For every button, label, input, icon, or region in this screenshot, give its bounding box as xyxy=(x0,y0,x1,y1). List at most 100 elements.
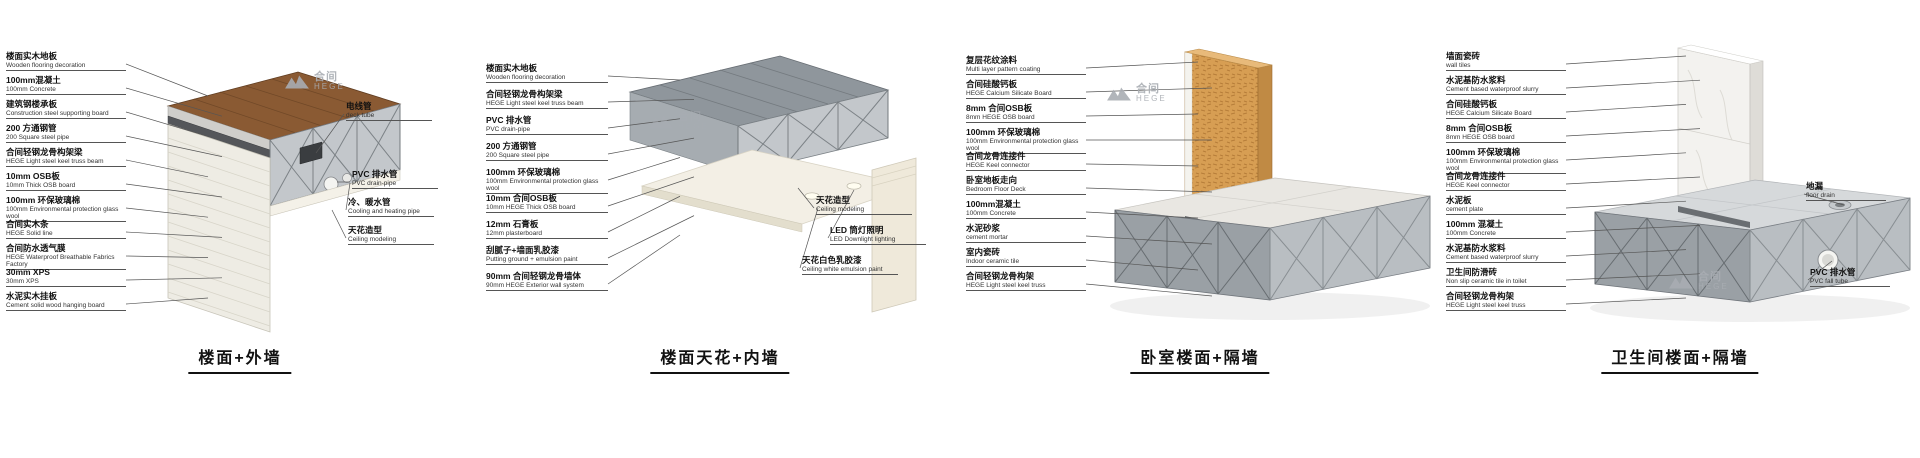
hege-logo-text: 合间 HEGE xyxy=(1136,84,1167,103)
leader-line xyxy=(799,207,819,269)
electric-conduit-box xyxy=(299,141,323,165)
hege-logo-text: 合间 HEGE xyxy=(678,112,709,131)
hege-logo-mark-icon xyxy=(285,75,309,88)
hege-logo-text: 合间 HEGE xyxy=(314,72,345,91)
wood-plank-lines xyxy=(193,78,375,134)
partition-wall-top xyxy=(1677,44,1764,65)
brand-en: HEGE xyxy=(678,122,709,131)
leader-line xyxy=(1565,273,1701,281)
leader-line xyxy=(1565,225,1701,233)
exterior-wall-panel xyxy=(167,123,271,333)
panel-title: 楼面+外墙 xyxy=(188,344,292,374)
ceiling-plane xyxy=(640,149,914,225)
silicate-board-strip xyxy=(1184,51,1193,218)
brand-zh: 合间 xyxy=(314,71,338,83)
leader-line xyxy=(1085,283,1213,297)
wall-siding-lines xyxy=(167,137,271,327)
floor-drain-hole xyxy=(1835,202,1845,208)
brand-zh: 合间 xyxy=(1136,83,1160,95)
leader-line xyxy=(1085,163,1199,167)
illustration-floor-exterior-wall xyxy=(125,63,402,333)
leader-line xyxy=(1803,193,1845,206)
led-downlight xyxy=(804,192,820,200)
leader-line xyxy=(607,215,695,259)
hege-logo-watermark: 合间 HEGE xyxy=(284,72,345,91)
leader-line xyxy=(1565,55,1687,65)
leader-line xyxy=(1565,128,1701,137)
illustration-floor-ceiling-interior-wall xyxy=(607,55,917,313)
interior-wall-panel xyxy=(871,157,917,313)
panel-title: 卧室楼面+隔墙 xyxy=(1130,344,1270,374)
leader-line xyxy=(607,195,681,233)
leader-line xyxy=(125,111,209,137)
pvc-fall-tube-inner xyxy=(1822,254,1834,266)
brand-en: HEGE xyxy=(1136,94,1167,103)
leader-line xyxy=(1565,79,1701,89)
ground-shadow xyxy=(1110,292,1430,320)
leader-line xyxy=(1565,249,1687,257)
tile-joint-line xyxy=(1677,127,1751,145)
hege-logo-text: 合间 HEGE xyxy=(1698,272,1729,291)
leader-line xyxy=(125,87,223,117)
leader-line xyxy=(1807,260,1833,281)
truss-bracing xyxy=(737,89,889,175)
leader-line xyxy=(345,182,351,211)
leader-line xyxy=(1565,297,1687,305)
brand-zh: 合间 xyxy=(678,111,702,123)
hege-logo-watermark: 合间 HEGE xyxy=(648,112,709,131)
keel-connector-strip xyxy=(1678,206,1750,228)
leader-line xyxy=(607,118,681,129)
leader-line xyxy=(607,176,695,207)
panel-title: 卫生间楼面+隔墙 xyxy=(1601,344,1759,374)
truss-bracing-right xyxy=(1269,195,1431,301)
leader-line xyxy=(1085,113,1199,117)
leader-line xyxy=(607,99,695,103)
leader-line xyxy=(797,187,815,209)
leader-line xyxy=(315,113,345,154)
leader-line xyxy=(1565,104,1687,113)
leader-line xyxy=(607,234,681,285)
leader-line xyxy=(1085,61,1199,69)
leader-line xyxy=(125,297,209,305)
leader-line xyxy=(125,277,223,281)
leader-line xyxy=(331,209,347,239)
leader-line xyxy=(125,207,209,218)
leader-line xyxy=(1085,187,1213,193)
leader-line xyxy=(125,159,209,178)
hege-logo-mark-icon xyxy=(649,115,673,128)
hege-logo-watermark: 合间 HEGE xyxy=(1106,84,1167,103)
leader-line xyxy=(607,75,681,81)
deck-rib-lines xyxy=(659,62,859,120)
panel-title: 楼面天花+内墙 xyxy=(650,344,790,374)
hege-logo-mark-icon xyxy=(1669,275,1693,288)
leader-line xyxy=(1085,235,1213,245)
wall-layer-lines xyxy=(871,165,917,187)
brand-en: HEGE xyxy=(314,82,345,91)
hege-logo-mark-icon xyxy=(1107,87,1131,100)
leader-line xyxy=(1085,259,1199,271)
partition-wall-top xyxy=(1184,48,1273,69)
leader-line xyxy=(125,255,209,258)
leader-line xyxy=(1085,211,1199,219)
led-downlight xyxy=(846,182,862,190)
leader-line xyxy=(1565,200,1687,209)
leader-line xyxy=(1565,152,1687,161)
leader-line xyxy=(1565,176,1701,185)
brand-zh: 合间 xyxy=(1698,271,1722,283)
leader-line xyxy=(607,157,681,181)
marble-veins xyxy=(1687,69,1733,191)
leader-line xyxy=(125,135,223,157)
leader-line xyxy=(1085,87,1213,93)
illustration-toilet-floor-partition-wall xyxy=(1565,44,1911,322)
hege-logo-watermark: 合间 HEGE xyxy=(1668,272,1729,291)
leader-line xyxy=(125,231,223,238)
ceiling-edge xyxy=(641,185,803,233)
brand-en: HEGE xyxy=(1698,282,1729,291)
illustration-bedroom-floor-partition-wall xyxy=(1085,48,1431,320)
cold-water-pipe xyxy=(342,173,352,183)
